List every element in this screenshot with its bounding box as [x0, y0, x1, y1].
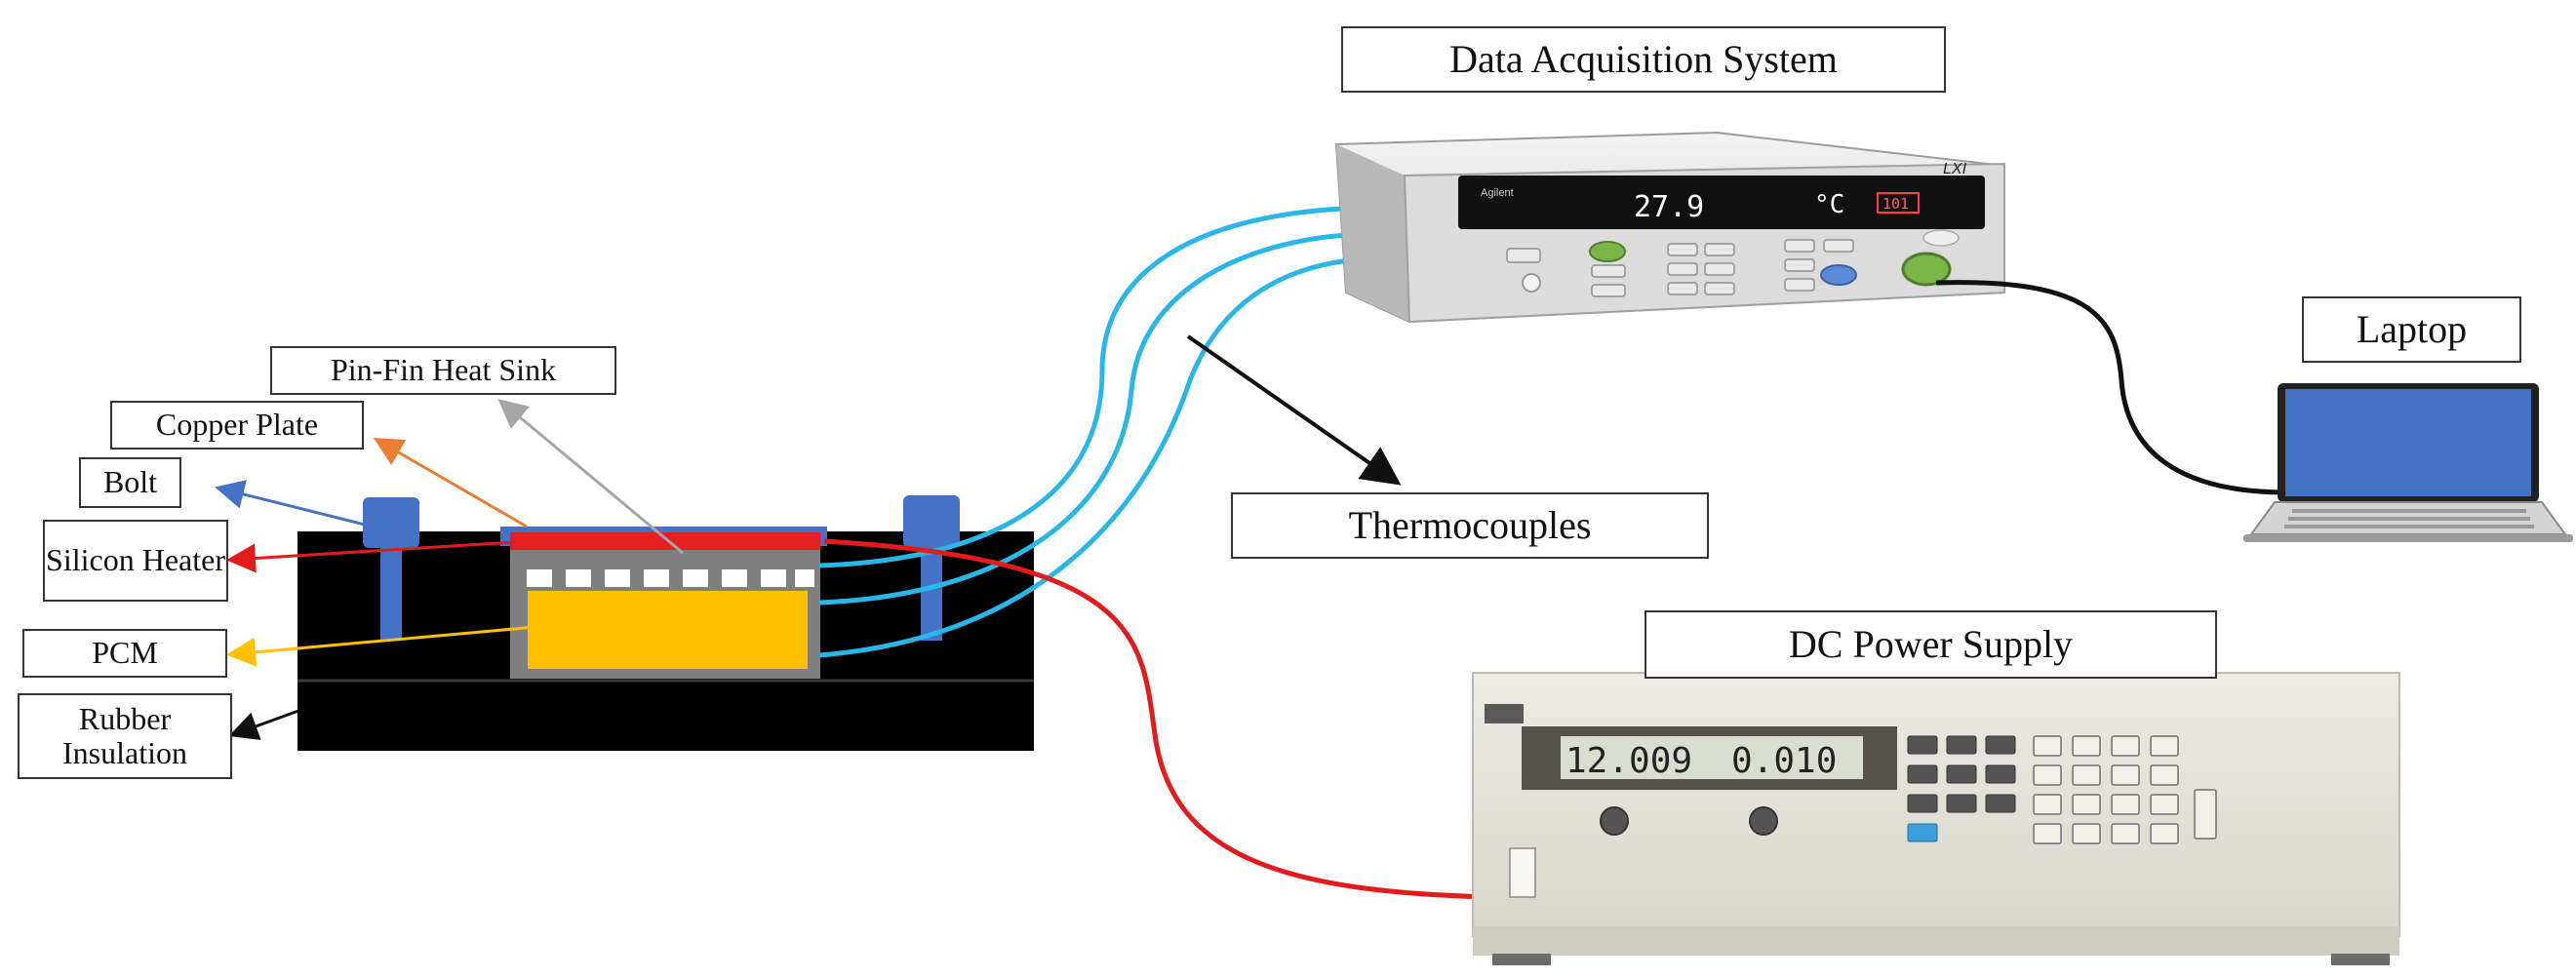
current-knob — [1749, 806, 1778, 836]
silicon-heater — [510, 532, 820, 550]
laptop-label: Laptop — [2302, 296, 2521, 363]
rubber-insulation-label: Rubber Insulation — [18, 693, 232, 779]
dc-power-supply-label: DC Power Supply — [1645, 610, 2217, 679]
pin-fins — [527, 569, 814, 587]
pcm-label: PCM — [22, 629, 227, 678]
daq-unit: °C — [1814, 190, 1844, 219]
right-bolt — [921, 548, 942, 641]
psu-current: 0.010 — [1731, 741, 1837, 781]
thermocouple-wires — [818, 205, 1386, 658]
laptop-screen — [2285, 389, 2531, 496]
dc-power-supply-icon: 12.009 0.010 — [1472, 672, 2400, 965]
daq-instrument-icon: Agilent 27.9 °C 101 LXI — [1334, 131, 2005, 324]
daq-screen — [1458, 176, 1985, 229]
test-rig-icon — [297, 495, 1034, 751]
daq-laptop-cable — [1935, 280, 2288, 495]
pcm-leader — [226, 624, 547, 667]
rubber-insulation-leader — [228, 709, 299, 740]
thermocouples-leader — [1186, 334, 1402, 486]
psu-screen — [1561, 736, 1863, 779]
copper-plate-leader — [373, 437, 528, 528]
copper-plate-label: Copper Plate — [110, 401, 364, 450]
thermocouples-label: Thermocouples — [1231, 492, 1709, 559]
daq-brand: Agilent — [1481, 187, 1514, 199]
daq-reading: 27.9 — [1634, 190, 1704, 224]
silicon-heater-label: Silicon Heater — [43, 520, 228, 602]
silicon-heater-leader — [226, 540, 516, 573]
voltage-knob — [1600, 806, 1629, 836]
data-acquisition-system-label: Data Acquisition System — [1341, 26, 1946, 93]
bolt-leader — [215, 480, 374, 528]
pcm-block — [528, 591, 808, 669]
daq-channel: 101 — [1882, 195, 1909, 213]
psu-voltage: 12.009 — [1565, 741, 1692, 781]
heater-power-wire — [823, 538, 1493, 900]
daq-badge: LXI — [1943, 161, 1967, 177]
pin-fin-leader — [497, 399, 684, 555]
bolt-label: Bolt — [79, 457, 181, 508]
pin-fin-heat-sink-label: Pin-Fin Heat Sink — [270, 346, 616, 395]
left-bolt — [380, 548, 402, 641]
laptop-icon — [2243, 383, 2573, 542]
